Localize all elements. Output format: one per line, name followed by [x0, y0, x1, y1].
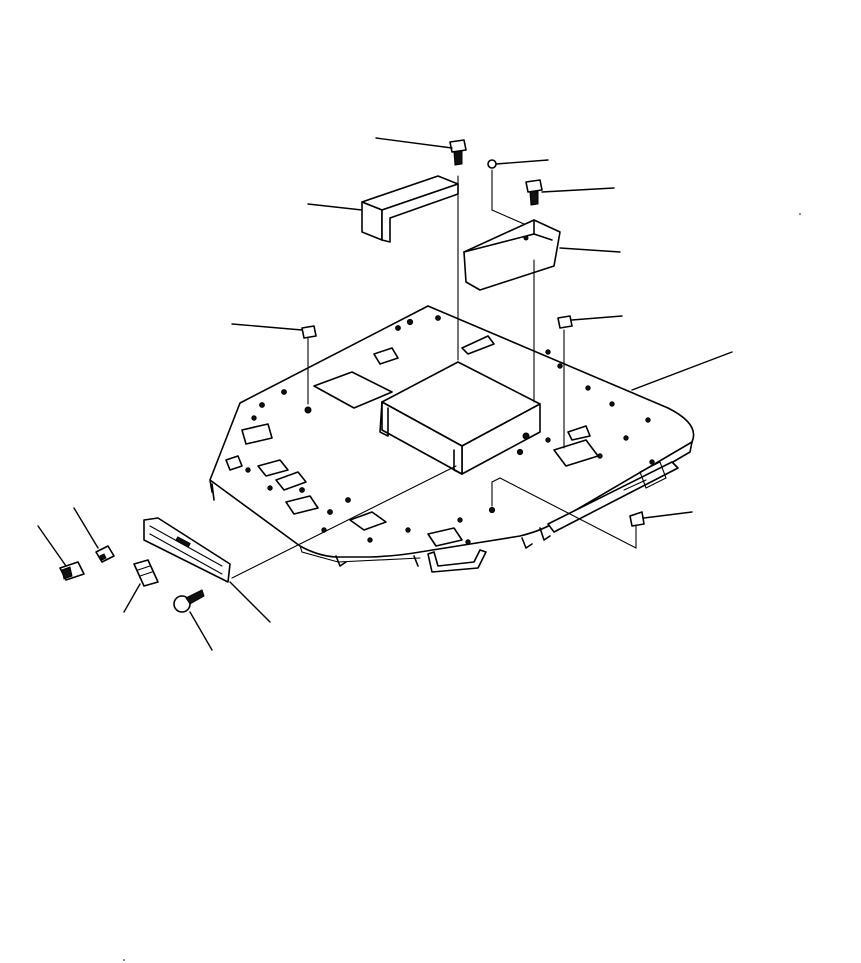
- lower-right-nut: [629, 511, 645, 527]
- leader-right-nut: [571, 315, 623, 321]
- leader-front-clip: [73, 507, 99, 549]
- leader-small-nut: [495, 159, 549, 165]
- left-cover: [361, 175, 459, 243]
- right-bolt: [525, 179, 543, 206]
- top-bolt: [449, 139, 467, 166]
- left-nut: [301, 325, 317, 339]
- leader-top-bolt: [375, 137, 453, 149]
- right-side-rail: [547, 461, 679, 533]
- plate-holes: [245, 315, 655, 545]
- floor-recess-panel: [313, 371, 393, 409]
- right-nut: [557, 315, 573, 329]
- under-brackets: [211, 483, 551, 567]
- stray-mark: [123, 959, 125, 961]
- step-bracket: [143, 517, 231, 583]
- small-nut: [487, 159, 497, 169]
- leader-left-cover: [307, 203, 363, 211]
- stray-mark: [799, 213, 801, 215]
- console-base-box: [379, 361, 541, 475]
- leader-front-bolt: [37, 525, 67, 567]
- leader-front-spacer: [123, 583, 141, 613]
- front-clip: [95, 545, 115, 563]
- leader-left-nut: [231, 323, 303, 331]
- leader-step-bracket: [229, 581, 271, 623]
- leader-right-cover: [559, 247, 621, 253]
- front-grab-handle: [427, 549, 487, 573]
- front-screw: [173, 589, 205, 613]
- assembly-lines: [231, 169, 637, 579]
- right-cover: [463, 219, 561, 291]
- leader-front-screw: [189, 611, 213, 651]
- plate-openings: [225, 335, 599, 547]
- front-spacer: [133, 559, 159, 587]
- leader-floor-plate: [631, 351, 733, 391]
- front-bolt: [59, 561, 85, 581]
- leader-lower-right-nut: [643, 511, 693, 519]
- leader-lines: [37, 137, 733, 651]
- leader-right-bolt: [541, 187, 615, 193]
